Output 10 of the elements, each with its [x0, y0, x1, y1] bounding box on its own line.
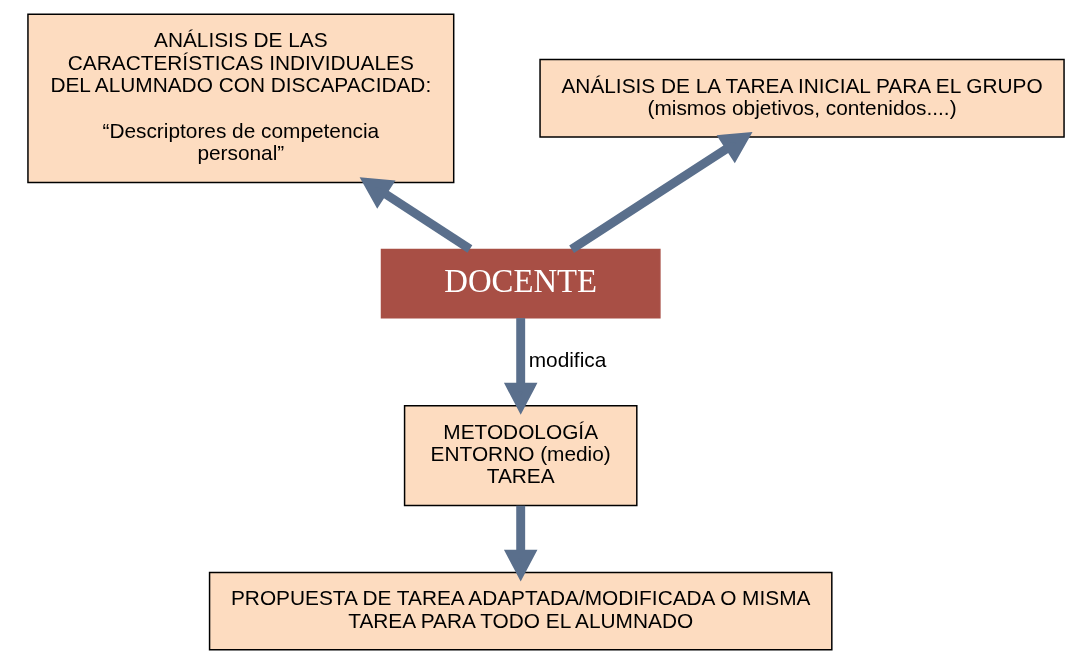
arrow [503, 318, 537, 415]
node-box: PROPUESTA DE TAREA ADAPTADA/MODIFICADA O MISMA TAREA PARA TODO EL ALUMNADO [208, 571, 833, 651]
node-box: METODOLOGÍA ENTORNO (medio) TAREA [403, 404, 638, 507]
node-box: ANÁLISIS DE LAS CARACTERÍSTICAS INDIVIDUALES DEL ALUMNADO CON DISCAPACIDAD: “Descriptores de competencia personal” [26, 13, 454, 184]
node-box: ANÁLISIS DE LA TAREA INICIAL PARA EL GRUPO (mismos objetivos, contenidos....) [538, 58, 1065, 138]
edge-label: modifica [528, 348, 606, 372]
node-box: DOCENTE [380, 248, 661, 319]
arrow [503, 505, 537, 582]
arrow [359, 177, 472, 253]
arrow [568, 131, 752, 253]
